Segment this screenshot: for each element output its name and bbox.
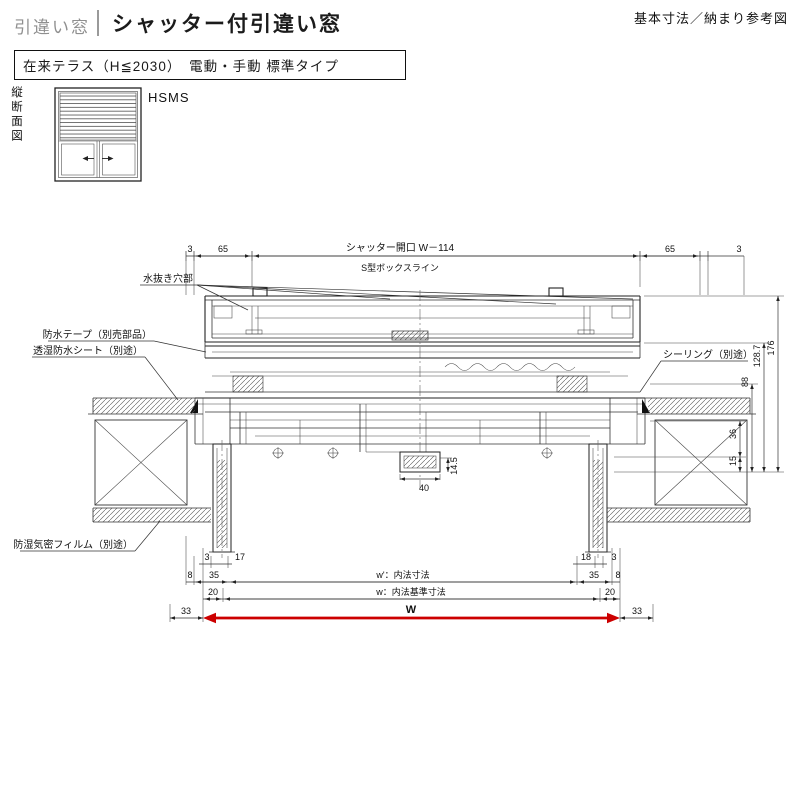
guide-rail-right — [585, 440, 611, 558]
vertical-dimensions: 176 128.7 88 36 15 — [614, 295, 784, 473]
window-elevation-icon — [54, 87, 142, 182]
dim-33-right: 33 — [632, 606, 642, 616]
dim-40: 40 — [419, 483, 429, 493]
product-code: HSMS — [148, 90, 190, 105]
moisture-film-label: 防湿気密フィルム（別途） — [13, 538, 133, 551]
dim-W: W — [406, 604, 417, 616]
guide-rail-left — [209, 440, 235, 558]
anchor-screw-icon — [272, 447, 284, 459]
dim-8-right: 8 — [615, 570, 620, 580]
product-type-box: 在来テラス（H≦2030） 電動・手動 標準タイプ — [14, 50, 406, 80]
sealing-label: シーリング（別途） — [663, 348, 753, 361]
shutter-opening-dim-label: シャッター開口 W－114 — [346, 242, 455, 254]
drain-hole-label: 水抜き穴部 — [143, 272, 193, 285]
waterproof-tape-label: 防水テープ（別売部品） — [43, 328, 152, 341]
dim-15: 15 — [728, 456, 738, 466]
bottom-dimensions: 3 17 18 3 8 35 w'：内法寸法 35 8 20 w：内法基準寸法 … — [169, 536, 654, 624]
breathable-sheet-label: 透湿防水シート（別途） — [33, 344, 143, 357]
dim-top-65-right: 65 — [665, 244, 675, 254]
dim-3-right: 3 — [611, 552, 616, 562]
dim-top-65-left: 65 — [218, 244, 228, 254]
dim-14-5: 14.5 — [449, 457, 459, 475]
dim-20-right: 20 — [605, 587, 615, 597]
dim-36: 36 — [728, 429, 738, 439]
drain-hole-callout: 水抜き穴部 — [140, 272, 634, 311]
dim-8-left: 8 — [187, 570, 192, 580]
slide-arrows-icon — [82, 156, 114, 161]
dim-18: 18 — [581, 552, 591, 562]
sill-assembly-section — [190, 397, 650, 473]
sealing-callout: シーリング（別途） — [639, 348, 753, 393]
dim-176: 176 — [766, 340, 776, 355]
breathable-sheet-callout: 透湿防水シート（別途） — [32, 344, 179, 401]
corner-note: 基本寸法／納まり参考図 — [633, 11, 788, 26]
cross-section-drawing: 3 65 シャッター開口 W－114 65 3 S型ボックスライン 水抜き穴部 — [13, 242, 784, 624]
dim-35-right: 35 — [589, 570, 599, 580]
W-arrowhead-left — [203, 612, 216, 624]
detail-dimensions: 40 14.5 — [399, 457, 459, 493]
base-width-label: w：内法基準寸法 — [375, 586, 446, 597]
window-category-label: 引違い窓 — [14, 18, 90, 37]
moisture-film-callout: 防湿気密フィルム（別途） — [13, 520, 161, 552]
wall-framing-right — [601, 397, 756, 523]
flexible-sheet-wave — [444, 363, 576, 371]
dim-3-left: 3 — [204, 552, 209, 562]
section-view-label: 縦断面図 — [10, 86, 22, 144]
dim-128-7: 128.7 — [752, 345, 762, 368]
W-arrowhead-right — [607, 612, 620, 624]
dim-17: 17 — [235, 552, 245, 562]
dim-35-left: 35 — [209, 570, 219, 580]
inner-width-label: w'：内法寸法 — [375, 569, 429, 580]
dim-88: 88 — [740, 377, 750, 387]
shutter-slats — [59, 92, 137, 141]
head-frame-section — [204, 342, 641, 373]
waterproof-tape-callout: 防水テープ（別売部品） — [43, 328, 207, 353]
anchor-screw-icon — [541, 447, 553, 459]
dim-top-3-right: 3 — [736, 244, 741, 254]
dim-top-3-left: 3 — [187, 244, 192, 254]
shutter-box-section — [204, 287, 641, 488]
dim-20-left: 20 — [208, 587, 218, 597]
top-dimension-line: 3 65 シャッター開口 W－114 65 3 S型ボックスライン — [185, 242, 745, 295]
dim-33-left: 33 — [181, 606, 191, 616]
mid-frame-section — [205, 375, 640, 393]
box-line-label: S型ボックスライン — [361, 263, 439, 273]
header-divider — [97, 10, 99, 36]
wall-framing-left — [88, 397, 211, 523]
elevation-frame — [54, 87, 142, 182]
anchor-screw-icon — [327, 447, 339, 459]
page-title: シャッター付引違い窓 — [112, 13, 342, 36]
